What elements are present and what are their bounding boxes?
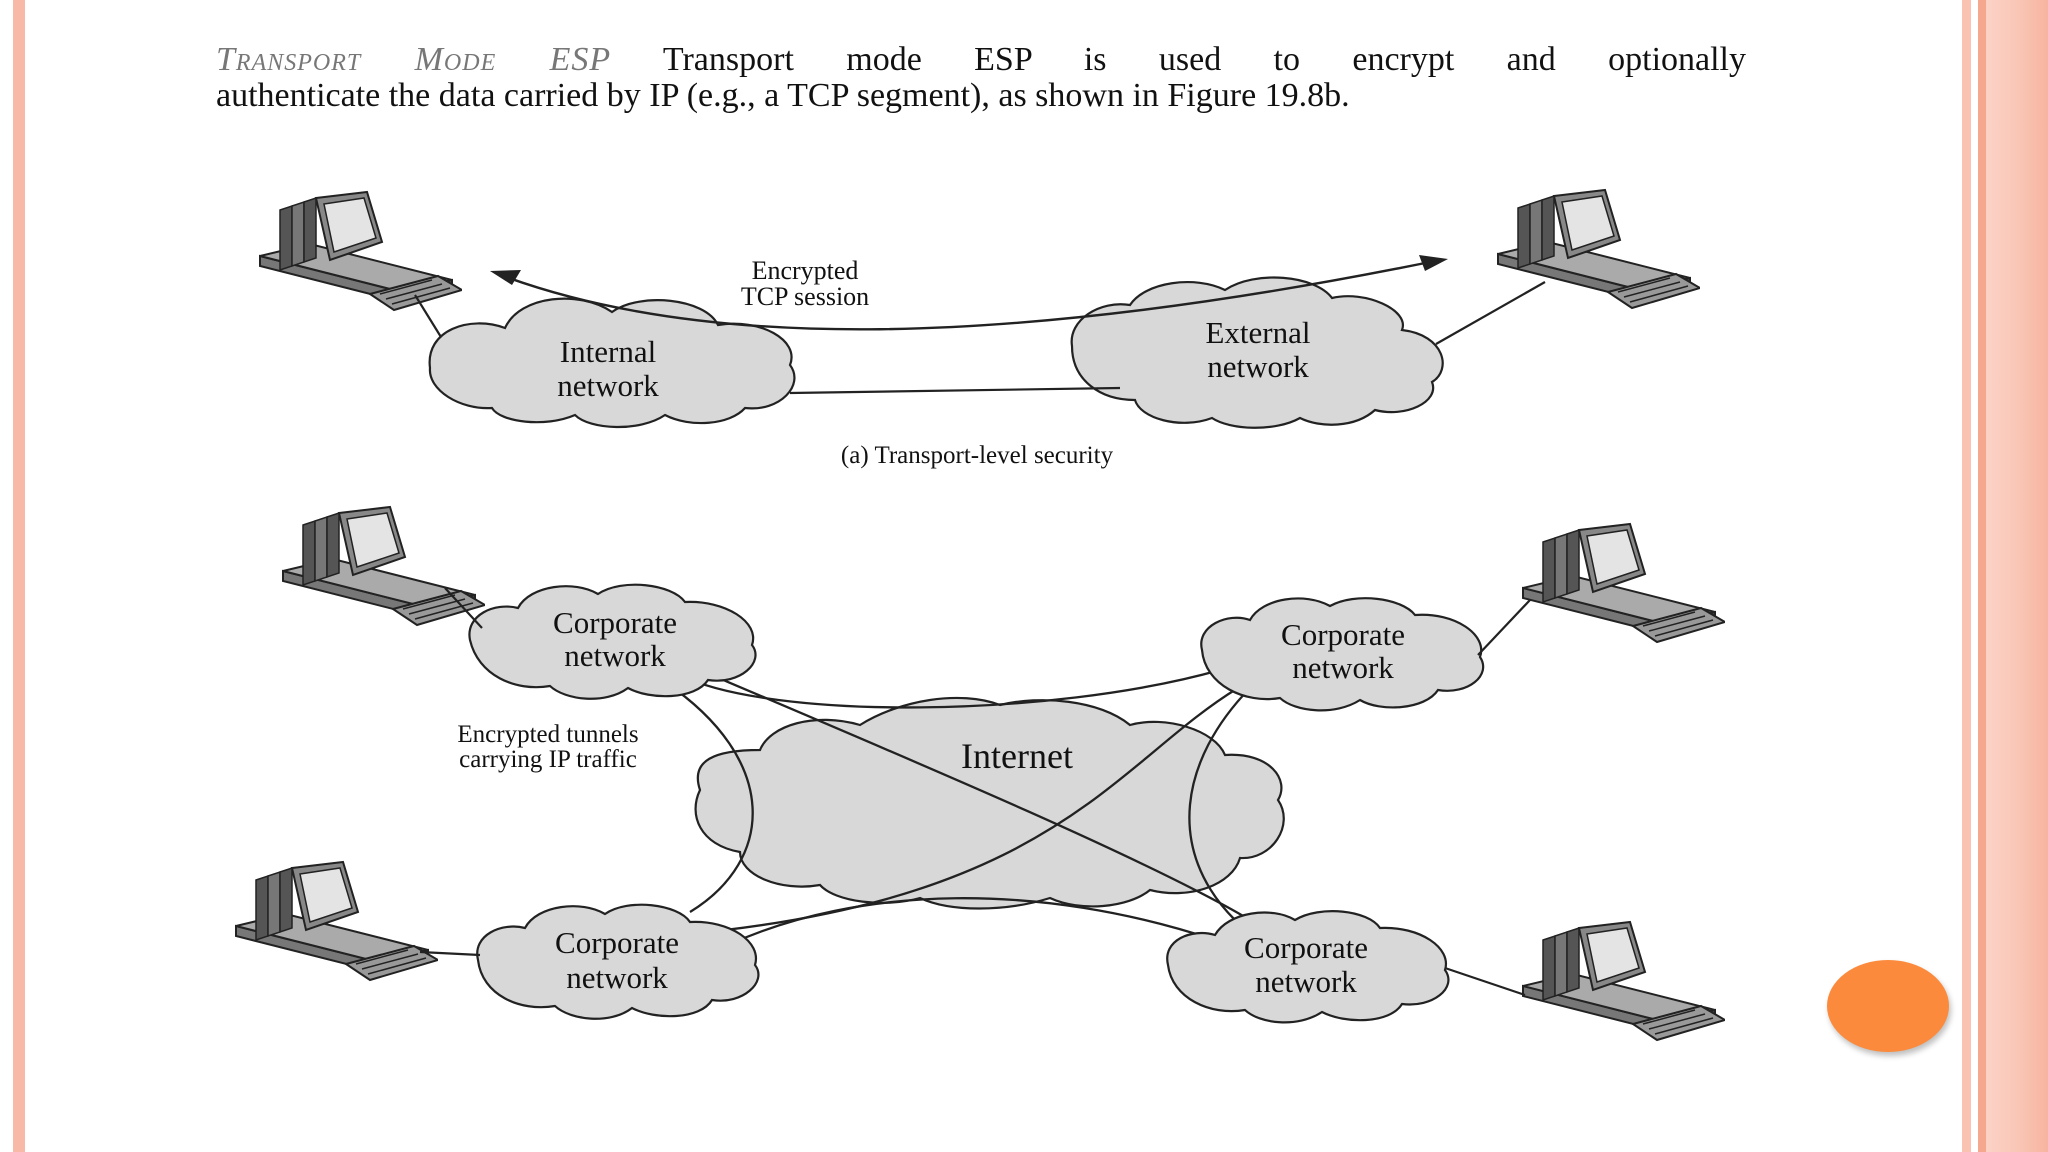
link-line — [1477, 599, 1531, 656]
corporate-network-label-1: Corporate — [1281, 617, 1405, 652]
computer-icon — [235, 861, 438, 981]
corporate-network-label-2: network — [564, 638, 666, 673]
corporate-network-label-1: Corporate — [553, 605, 677, 640]
right-border-band — [1978, 0, 2048, 1152]
tunnel-line — [727, 897, 1216, 947]
tunnels-label-2: carrying IP traffic — [459, 746, 637, 773]
external-network-label-1: External — [1205, 315, 1310, 350]
link-line — [1444, 966, 1526, 997]
internal-network-label-2: network — [557, 368, 659, 403]
tunnel-line — [694, 666, 1251, 921]
computer-icon — [1522, 921, 1725, 1041]
corporate-network-label-2: network — [1292, 650, 1394, 685]
internet-label: Internet — [961, 736, 1073, 776]
heading-line-2: authenticate the data carried by IP (e.g… — [216, 77, 1350, 114]
encrypted-tcp-session-arrow — [497, 258, 1441, 331]
tunnel-diagram: Corporate network Corporate network Corp… — [235, 506, 1725, 1041]
external-network-label-2: network — [1207, 349, 1309, 384]
internet-cloud — [694, 696, 1285, 910]
link-line — [789, 386, 1121, 395]
computer-icon — [259, 191, 462, 311]
session-label-2: TCP session — [741, 282, 869, 311]
corporate-network-label-2: network — [1255, 964, 1357, 999]
external-network-cloud — [1070, 276, 1444, 429]
heading-line-1: Transport mode ESP is used to encrypt an… — [662, 41, 1747, 78]
arrowhead-icon — [1419, 255, 1448, 271]
left-border-stripe — [13, 0, 25, 1152]
corporate-network-label-1: Corporate — [1244, 930, 1368, 965]
orange-circle-button[interactable] — [1827, 960, 1949, 1052]
computer-icon — [1522, 523, 1725, 643]
corporate-network-cloud — [1166, 910, 1450, 1024]
transport-level-diagram: Encrypted TCP session Internal network E… — [259, 189, 1700, 469]
arrowhead-icon — [490, 270, 521, 285]
tunnel-line — [664, 681, 754, 913]
internal-network-cloud — [428, 297, 796, 429]
session-label-1: Encrypted — [752, 256, 859, 285]
corporate-network-cloud — [468, 583, 757, 700]
link-line — [419, 950, 481, 957]
corporate-network-label-1: Corporate — [555, 925, 679, 960]
tunnel-line — [1188, 687, 1251, 921]
link-line — [444, 587, 483, 629]
right-border-stripe — [1962, 0, 1971, 1152]
corporate-network-cloud — [1200, 597, 1485, 712]
corporate-network-cloud — [476, 903, 760, 1020]
tunnel-line — [679, 668, 1221, 709]
link-line — [1435, 281, 1546, 345]
figure-caption-a: (a) Transport-level security — [841, 442, 1114, 469]
heading-paragraph: Transport Mode ESP Transport mode ESP is… — [216, 42, 1746, 114]
computer-icon — [282, 506, 485, 626]
internal-network-label-1: Internal — [560, 334, 656, 369]
tunnels-label-1: Encrypted tunnels — [457, 721, 638, 748]
corporate-network-label-2: network — [566, 960, 668, 995]
heading-lead: Transport Mode ESP — [216, 41, 612, 78]
